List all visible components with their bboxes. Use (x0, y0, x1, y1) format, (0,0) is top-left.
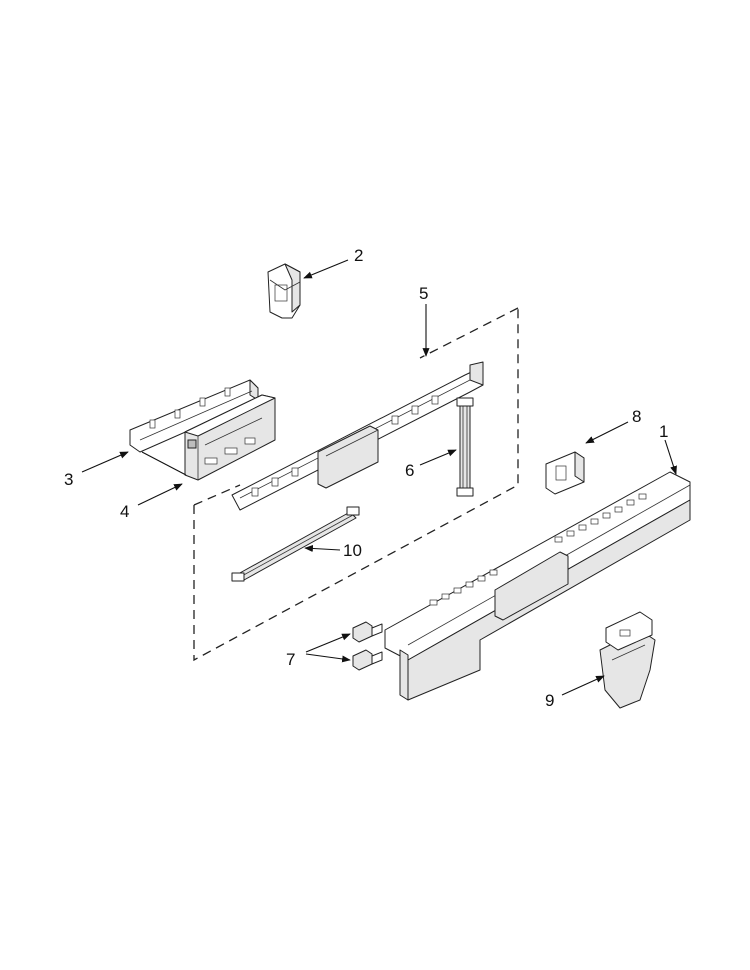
part-2-clip[interactable] (267, 263, 301, 319)
assembly-5-dashed-left (193, 484, 241, 506)
callout-9: 9 (545, 691, 554, 710)
callout-5: 5 (419, 284, 428, 303)
part-10-wire-harness[interactable] (231, 506, 360, 582)
leader-10 (304, 544, 341, 552)
assembly-5-dashed-outline (193, 308, 519, 662)
leader-7b (305, 653, 351, 663)
assembly-5-dashed-top (419, 307, 519, 359)
callout-6: 6 (405, 461, 414, 480)
leader-3 (81, 451, 129, 473)
part-1-console-panel[interactable] (384, 471, 691, 701)
leader-2 (303, 259, 349, 279)
part-8-clip[interactable] (545, 451, 585, 495)
leader-7a (305, 633, 351, 653)
callout-10: 10 (343, 541, 362, 560)
leader-4b (141, 451, 187, 476)
leader-6 (419, 449, 457, 466)
callout-4: 4 (120, 502, 129, 521)
callout-1: 1 (659, 422, 668, 441)
leader-9 (561, 675, 605, 696)
callout-7: 7 (286, 650, 295, 669)
part-6-ribbon-connector[interactable] (456, 397, 474, 497)
leader-8 (585, 421, 629, 444)
callout-8: 8 (632, 407, 641, 426)
leader-1 (664, 439, 677, 475)
part-5-control-frame[interactable] (231, 361, 484, 511)
part-1-button-slots (429, 493, 647, 606)
part-7-screw-upper[interactable] (352, 621, 383, 643)
part-7-screw-lower[interactable] (352, 649, 383, 671)
callout-2: 2 (354, 246, 363, 265)
part-9-door-latch[interactable] (599, 611, 656, 709)
callout-3: 3 (64, 470, 73, 489)
leader-4 (137, 483, 183, 506)
